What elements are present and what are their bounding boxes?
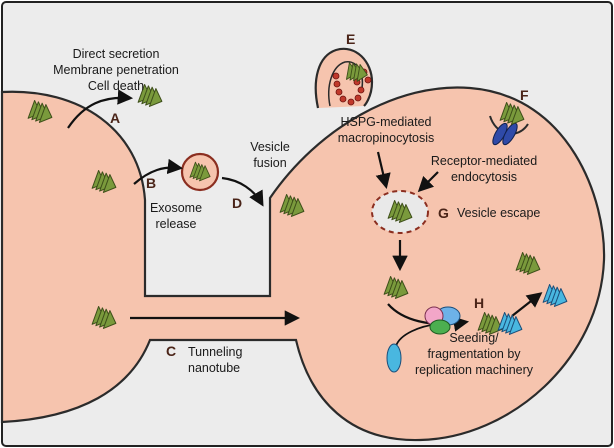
label-seeding-line3: replication machinery [415, 363, 534, 377]
fibril-e [346, 62, 368, 82]
label-receptor-line2: endocytosis [451, 170, 517, 184]
letter-h: H [474, 295, 484, 311]
membrane-ruffle [314, 47, 374, 109]
fibril-cytosol [383, 275, 409, 299]
donor-cell [0, 86, 606, 442]
label-receptor-line1: Receptor-mediated [431, 154, 537, 168]
label-seeding-line1: Seeding/ [449, 331, 499, 345]
letter-d: D [232, 195, 242, 211]
letter-a: A [110, 110, 120, 126]
fibril-b [91, 169, 117, 193]
label-tunnel-line1: Tunneling [188, 345, 242, 359]
letter-b: B [146, 175, 156, 191]
fibril-product-green [515, 251, 541, 275]
arrow-b [133, 158, 184, 185]
fibril-d [279, 193, 305, 217]
label-a-line3: Cell death [88, 79, 144, 93]
label-vesicle-line2: fusion [253, 156, 286, 170]
fibril-product-blue [542, 283, 568, 307]
fibril-f [499, 101, 525, 125]
letter-g: G [438, 205, 449, 221]
label-exosome-line2: release [156, 217, 197, 231]
arrow-h [511, 292, 543, 317]
replication-machinery [424, 306, 461, 335]
fibril-c [91, 305, 117, 329]
arrow-d [221, 176, 264, 207]
arrow-e [375, 151, 391, 189]
label-a-line1: Direct secretion [73, 47, 160, 61]
label-vesicle-line1: Vesicle [250, 140, 290, 154]
label-hspg-line1: HSPG-mediated [340, 115, 431, 129]
letter-f: F [520, 87, 529, 103]
label-tunnel-line2: nanotube [188, 361, 240, 375]
fibril-h-seed [497, 311, 523, 335]
fibril-a [27, 99, 53, 123]
letter-e: E [346, 31, 355, 47]
receptor-icon [502, 122, 518, 146]
label-seeding-line2: fragmentation by [427, 347, 521, 361]
letter-c: C [166, 343, 176, 359]
fibril-a-released [137, 83, 163, 107]
label-exosome-line1: Exosome [150, 201, 202, 215]
fibril-exosome [189, 161, 211, 182]
hspg-chain [332, 68, 372, 106]
fibril-g [387, 199, 413, 223]
label-hspg-line2: macropinocytosis [338, 131, 435, 145]
label-vesicle-escape: Vesicle escape [457, 206, 540, 220]
arrow-a [67, 89, 134, 129]
label-a-line2: Membrane penetration [53, 63, 179, 77]
arrow-receptor [417, 171, 439, 193]
monomer-icon [386, 343, 402, 373]
